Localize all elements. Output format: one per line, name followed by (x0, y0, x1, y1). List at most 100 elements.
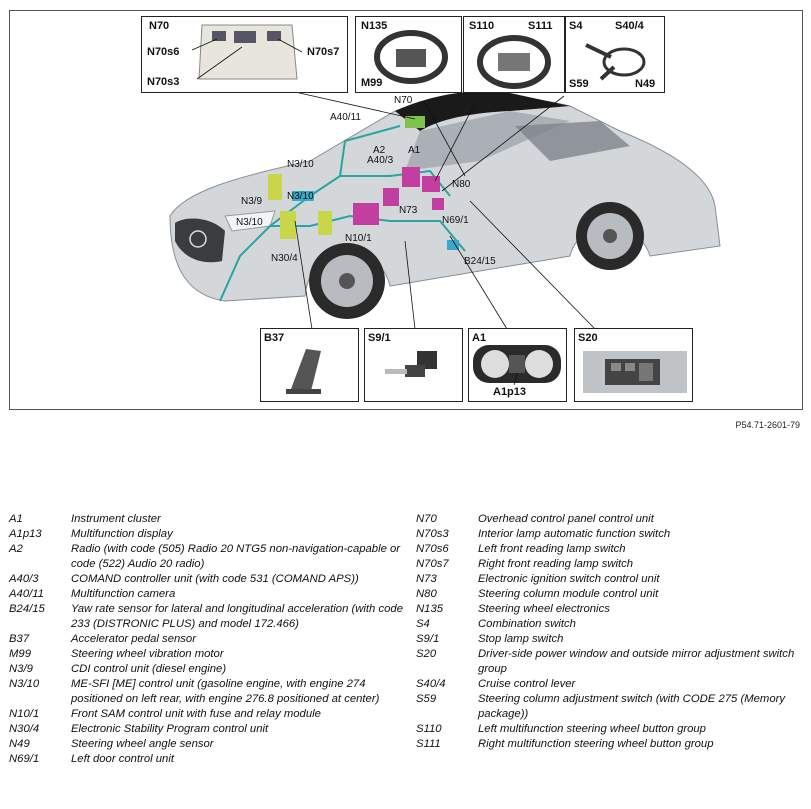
legend-code: N70s7 (416, 558, 449, 570)
legend-row: N135 Steering wheel electronics (416, 602, 801, 617)
legend-description: Multifunction camera (71, 588, 176, 600)
legend-row: N73 Electronic ignition switch control un… (416, 572, 801, 587)
inset-n70-title: N70 (149, 20, 170, 32)
inset-s9-1-title: S9/1 (368, 332, 391, 344)
legend-code: N135 (416, 603, 444, 615)
legend-code: N30/4 (9, 723, 40, 735)
legend-row: S59 Steering column adjustment switch (wi… (416, 692, 801, 722)
callout-n80: N80 (452, 179, 471, 190)
inset-n70-label: N70s3 (147, 76, 180, 88)
legend-description: Electronic Stability Program control uni… (71, 723, 269, 735)
car-illustration (169, 73, 721, 330)
inset-a1-title: A1 (472, 332, 487, 344)
inset-n70: N70 N70s6 N70s7 N70s3 (141, 16, 348, 93)
inset-s110: S110 S111 (463, 16, 565, 93)
legend-description: Steering column adjustment switch (with … (478, 693, 786, 720)
legend-description: Interior lamp automatic function switch (478, 528, 671, 540)
legend-row: A40/3 COMAND controller unit (with code 5… (9, 572, 404, 587)
legend-description: Left multifunction steering wheel button… (478, 723, 706, 735)
legend-description: Accelerator pedal sensor (71, 633, 196, 645)
legend-row: N30/4 Electronic Stability Program contro… (9, 722, 404, 737)
inset-s4: S4 S40/4 S59 N49 (565, 16, 665, 93)
inset-s20-title: S20 (578, 332, 598, 344)
legend-description: CDI control unit (diesel engine) (71, 663, 227, 675)
inset-a1: A1 A1p13 (468, 328, 567, 402)
inset-n70-label: N70s7 (307, 46, 340, 58)
legend-row: N80 Steering column module control unit (416, 587, 801, 602)
legend-description: Steering wheel electronics (478, 603, 610, 615)
legend-code: B37 (9, 633, 30, 645)
legend-description: Left front reading lamp switch (478, 543, 626, 555)
legend-row: B24/15 Yaw rate sensor for lateral and lo… (9, 602, 404, 632)
legend-description: Driver-side power window and outside mir… (478, 648, 795, 675)
figure-number: P54.71-2601-79 (735, 420, 800, 430)
inset-s4-label: S40/4 (615, 20, 644, 32)
inset-s4-label: S59 (569, 78, 589, 90)
legend-description: COMAND controller unit (with code 531 (C… (71, 573, 359, 585)
callout-n70: N70 (394, 95, 413, 106)
legend-description: Combination switch (478, 618, 576, 630)
legend-code: A40/11 (9, 588, 44, 600)
inset-n135: N135 M99 (355, 16, 462, 93)
inset-s4-label: N49 (635, 78, 656, 90)
legend-description: ME-SFI [ME] control unit (gasoline engin… (71, 678, 380, 705)
legend-code: S4 (416, 618, 430, 630)
legend-row: N3/9 CDI control unit (diesel engine) (9, 662, 404, 677)
inset-n135-label: M99 (361, 77, 383, 89)
legend-code: A2 (9, 543, 23, 555)
callout-n69-1: N69/1 (442, 215, 469, 226)
legend-code: N70s6 (416, 543, 449, 555)
inset-n70-label: N70s6 (147, 46, 180, 58)
legend-description: Cruise control lever (478, 678, 576, 690)
callout-n3-10-b: N3/10 (287, 191, 314, 202)
callout-a2: A2 (373, 145, 386, 156)
legend-code: A40/3 (9, 573, 39, 585)
callout-a1: A1 (408, 145, 421, 156)
callout-n30-4: N30/4 (271, 253, 298, 264)
legend-row: S40/4 Cruise control lever (416, 677, 801, 692)
legend-description: Yaw rate sensor for lateral and longitud… (71, 603, 403, 630)
component-location-figure: N70 A40/11 A2 A40/3 A1 N3/10 N3/9 N3/10 … (9, 10, 803, 410)
legend-code: S59 (416, 693, 437, 705)
legend-description: Left door control unit (71, 753, 174, 765)
legend-code: N73 (416, 573, 437, 585)
legend-code: N80 (416, 588, 437, 600)
legend-code: N69/1 (9, 753, 40, 765)
legend-code: B24/15 (9, 603, 45, 615)
inset-n135-title: N135 (361, 20, 388, 32)
callout-b24-15: B24/15 (464, 256, 496, 267)
legend-code: N3/9 (9, 663, 33, 675)
legend-row: A40/11 Multifunction camera (9, 587, 404, 602)
legend-code: A1 (9, 513, 23, 525)
legend-row: N69/1 Left door control unit (9, 752, 404, 767)
callout-n10-1: N10/1 (345, 233, 372, 244)
legend-row: A1 Instrument cluster (9, 512, 404, 527)
inset-s20: S20 (574, 328, 693, 402)
legend-code: M99 (9, 648, 31, 660)
legend-code: N49 (9, 738, 30, 750)
legend-code: N3/10 (9, 678, 40, 690)
callout-n73: N73 (399, 205, 418, 216)
legend-code: N10/1 (9, 708, 40, 720)
callout-n3-10-c: N3/10 (236, 217, 263, 228)
inset-s110-title: S110 (469, 20, 495, 32)
legend-description: Steering column module control unit (478, 588, 659, 600)
legend-description: Instrument cluster (71, 513, 161, 525)
callout-n3-9: N3/9 (241, 196, 263, 207)
legend-code: S111 (416, 738, 441, 750)
legend-row: N3/10 ME-SFI [ME] control unit (gasoline … (9, 677, 404, 707)
legend-code: S40/4 (416, 678, 446, 690)
legend-description: Electronic ignition switch control unit (478, 573, 660, 585)
